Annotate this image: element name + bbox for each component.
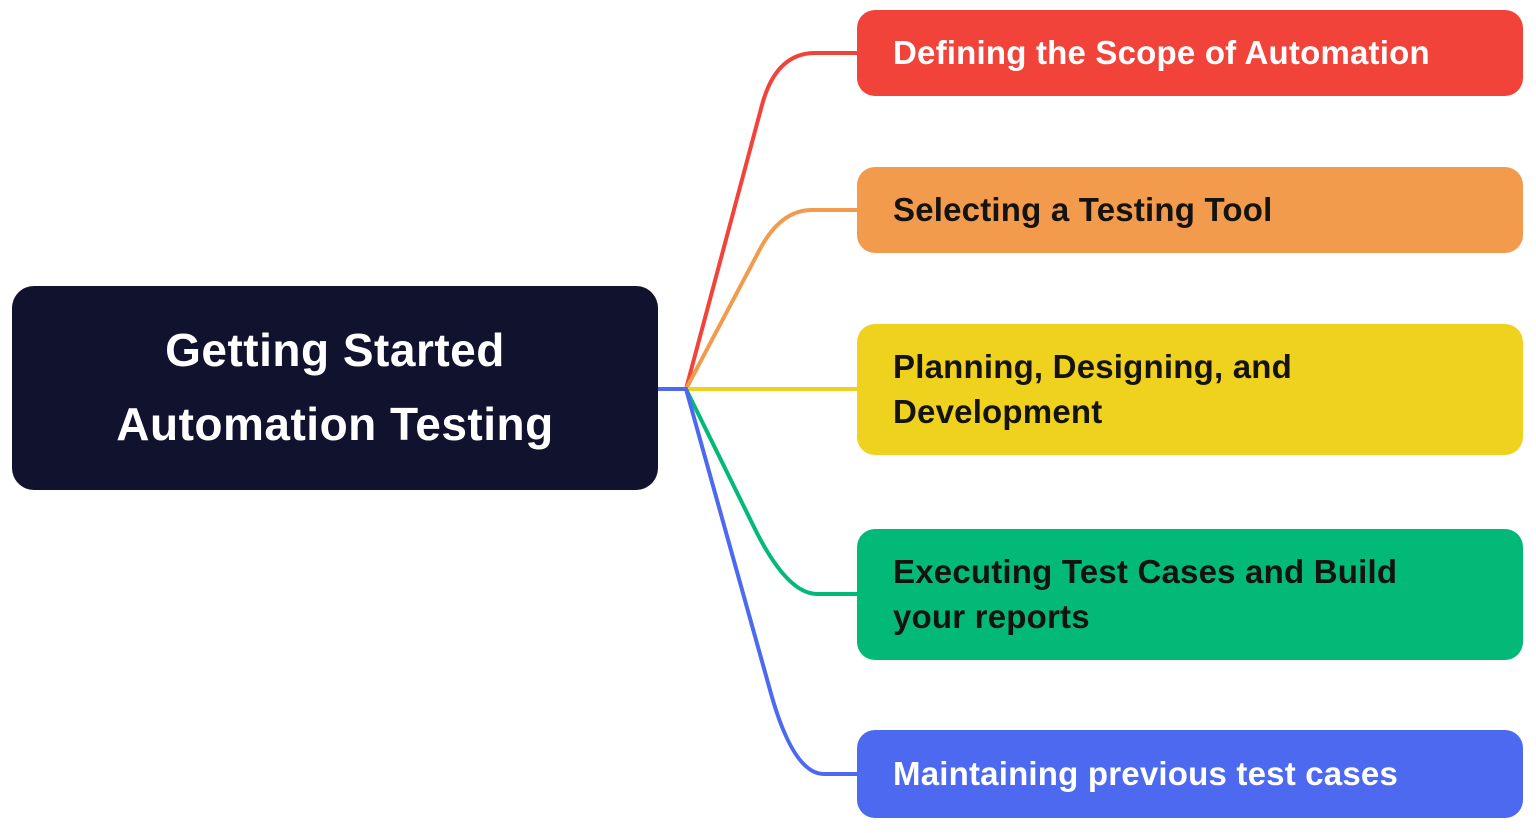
branch-label-maintaining-cases: Maintaining previous test cases [893, 754, 1399, 792]
connector-selecting-tool [684, 208, 860, 391]
branch-node-maintaining-cases[interactable]: Maintaining previous test cases [857, 730, 1523, 818]
branch-label-planning-designing: Planning, Designing, and Development [893, 347, 1292, 430]
branch-label-executing-tests: Executing Test Cases and Build your repo… [893, 552, 1398, 635]
branch-node-executing-tests[interactable]: Executing Test Cases and Build your repo… [857, 529, 1523, 660]
connector-defining-scope [684, 51, 860, 391]
connector-executing-tests [684, 387, 860, 596]
branch-node-selecting-tool[interactable]: Selecting a Testing Tool [857, 167, 1523, 253]
center-node-label: Getting Started Automation Testing [116, 324, 554, 450]
connector-maintaining-cases [656, 387, 860, 776]
branch-label-defining-scope: Defining the Scope of Automation [893, 33, 1430, 71]
center-node[interactable]: Getting Started Automation Testing [12, 286, 658, 490]
branch-node-defining-scope[interactable]: Defining the Scope of Automation [857, 10, 1523, 96]
branch-node-planning-designing[interactable]: Planning, Designing, and Development [857, 324, 1523, 455]
branch-label-selecting-tool: Selecting a Testing Tool [893, 190, 1273, 228]
